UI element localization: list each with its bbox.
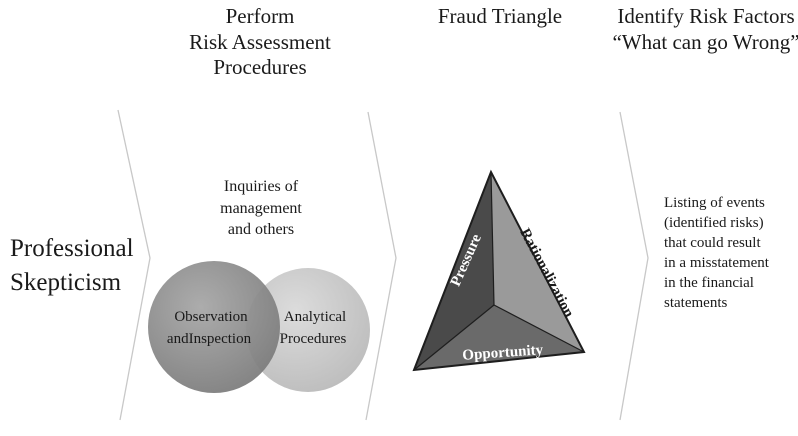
- inquiries-line-2: management: [220, 199, 302, 217]
- listing-line-6: statements: [664, 294, 728, 311]
- triangle-edge-1: [490, 171, 495, 306]
- header-identify-line-2: “What can go Wrong”: [612, 29, 798, 54]
- listing-line-1: Listing of events: [664, 195, 765, 211]
- header-perform-line-1: Perform: [225, 4, 295, 28]
- listing-of-events: Listing of events (identified risks) tha…: [664, 194, 769, 314]
- circle-right: [246, 268, 370, 392]
- circle-left-label-1: Observation: [174, 309, 248, 325]
- chevron-2: [365, 111, 397, 421]
- chevron-3: [619, 111, 649, 421]
- circle-left-label-2: andInspection: [167, 331, 252, 347]
- inquiries-line-1: Inquiries of: [223, 178, 299, 195]
- header-perform: Perform Risk Assessment Procedures: [160, 4, 360, 81]
- listing-line-4: in a misstatement: [664, 254, 769, 271]
- triangle-face-bottom: [414, 305, 584, 370]
- listing-line-5: in the financial: [664, 274, 754, 291]
- professional-skepticism-line-1: Professional: [10, 235, 134, 262]
- inquiries-text: Inquiries of management and others: [186, 176, 336, 241]
- triangle-edge-3: [493, 304, 585, 353]
- header-perform-line-3: Procedures: [213, 55, 307, 80]
- listing-line-3: that could result: [664, 234, 761, 251]
- header-identify: Identify Risk Factors “What can go Wrong…: [606, 4, 798, 55]
- circle-left: [148, 261, 280, 393]
- chevron-1: [117, 109, 151, 421]
- triangle-outline: [412, 169, 586, 372]
- circle-right-label-2: Procedures: [280, 331, 347, 347]
- inquiries-line-3: and others: [227, 221, 295, 239]
- listing-line-2: (identified risks): [664, 214, 764, 231]
- circle-right-label-1: Analytical: [284, 309, 346, 325]
- header-fraud-triangle: Fraud Triangle: [437, 4, 563, 28]
- triangle-edge-2: [413, 304, 495, 371]
- professional-skepticism: Professional Skepticism: [10, 232, 134, 300]
- header-perform-line-2: Risk Assessment: [189, 29, 331, 54]
- header-identify-line-1: Identify Risk Factors: [617, 4, 795, 28]
- professional-skepticism-line-2: Skepticism: [10, 268, 122, 296]
- triangle-label-opportunity: Opportunity: [462, 342, 544, 364]
